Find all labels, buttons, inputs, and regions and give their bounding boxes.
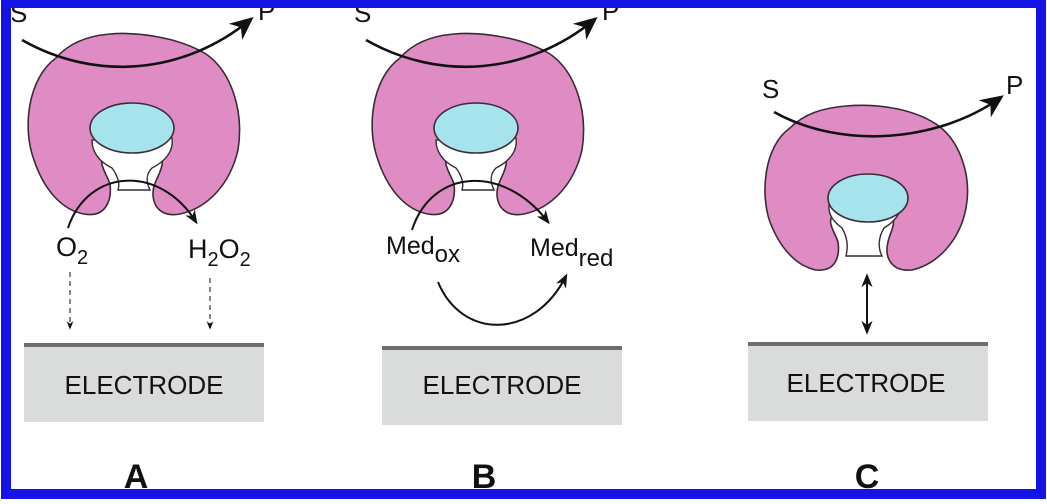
panel-label-b: B	[472, 458, 497, 496]
electrode-block	[748, 344, 988, 421]
active-site-pocket	[435, 137, 517, 191]
panel-a: S P O2 H2O2 ELECTRODE A	[10, 0, 275, 496]
panel-b: S P Medox Medred ELECTRODE B	[354, 0, 622, 496]
substrate-label: S	[10, 0, 27, 28]
product-label: P	[602, 0, 619, 26]
active-site	[89, 102, 175, 154]
substrate-arrow	[365, 17, 598, 69]
electrode-label: ELECTRODE	[423, 370, 582, 400]
panel-c: S P ELECTRODE C	[748, 70, 1023, 496]
substrate-arrow	[773, 95, 1004, 138]
reaction-arrow	[411, 179, 550, 231]
species-med-ox: Medox	[386, 232, 460, 268]
product-label: P	[1006, 70, 1023, 100]
panel-label-c: C	[855, 458, 880, 496]
substrate-label: S	[762, 74, 779, 104]
electrode-label: ELECTRODE	[787, 368, 946, 398]
electrode-label: ELECTRODE	[65, 370, 224, 400]
electrode-block	[382, 348, 622, 425]
species-h2o2: H2O2	[188, 234, 251, 271]
reaction-arrow	[67, 179, 198, 229]
active-site	[433, 102, 519, 154]
substrate-arrow	[21, 17, 254, 69]
species-med-red: Medred	[530, 234, 613, 272]
regeneration-arrow	[437, 273, 568, 326]
product-label: P	[258, 0, 275, 26]
active-site	[827, 173, 909, 223]
electrode-block	[24, 345, 264, 422]
species-o2: O2	[56, 232, 88, 269]
panel-label-a: A	[124, 458, 149, 496]
substrate-label: S	[354, 0, 371, 28]
active-site-pocket	[91, 137, 173, 191]
